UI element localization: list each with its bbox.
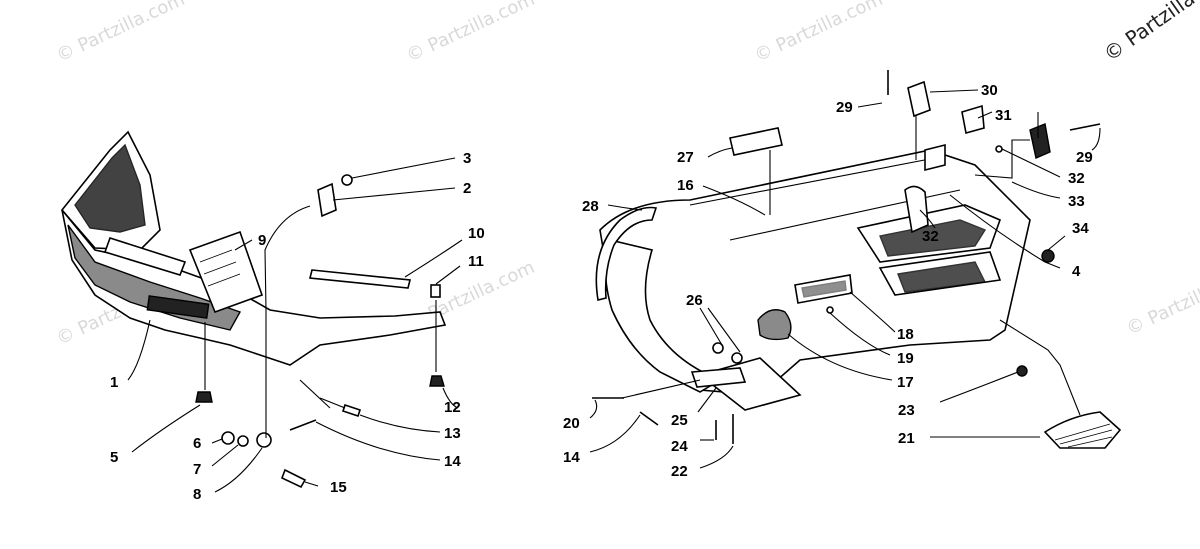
callout-30: 30 xyxy=(981,82,998,99)
callout-27: 27 xyxy=(677,149,694,166)
watermark: © Partzilla.com xyxy=(751,0,886,67)
callout-5: 5 xyxy=(110,449,118,466)
side-panel-assembly-illustration xyxy=(592,70,1122,449)
callout-1: 1 xyxy=(110,374,118,391)
right-leader-lines xyxy=(589,89,1101,469)
callout-32-center: 32 xyxy=(922,228,939,245)
callout-13: 13 xyxy=(444,425,461,442)
callout-34: 34 xyxy=(1072,220,1089,237)
callout-16: 16 xyxy=(677,177,694,194)
callout-25: 25 xyxy=(671,412,688,429)
callout-26: 26 xyxy=(686,292,703,309)
callout-33: 33 xyxy=(1068,193,1085,210)
callout-19: 19 xyxy=(897,350,914,367)
bumper-assembly-illustration xyxy=(60,130,447,489)
callout-14-right: 14 xyxy=(563,449,580,466)
watermark: © Partzilla.com xyxy=(403,0,538,67)
callout-2: 2 xyxy=(463,180,471,197)
callout-3: 3 xyxy=(463,150,471,167)
callout-6: 6 xyxy=(193,435,201,452)
callout-31: 31 xyxy=(995,107,1012,124)
watermark: © Partzilla.com xyxy=(1123,262,1200,340)
callout-14-left: 14 xyxy=(444,453,461,470)
callout-17: 17 xyxy=(897,374,914,391)
callout-29-left: 29 xyxy=(836,99,853,116)
copyright-text: © Partzilla xyxy=(1099,0,1199,66)
callout-22: 22 xyxy=(671,463,688,480)
callout-11: 11 xyxy=(468,253,484,270)
callout-28: 28 xyxy=(582,198,599,215)
left-leader-lines xyxy=(127,157,463,493)
callout-20: 20 xyxy=(563,415,580,432)
callout-15: 15 xyxy=(330,479,347,496)
callout-8: 8 xyxy=(193,486,201,503)
callout-9: 9 xyxy=(258,232,266,249)
callout-23: 23 xyxy=(898,402,915,419)
callout-21: 21 xyxy=(898,430,915,447)
callout-7: 7 xyxy=(193,461,201,478)
callout-24: 24 xyxy=(671,438,688,455)
callout-18: 18 xyxy=(897,326,914,343)
callout-10: 10 xyxy=(468,225,485,242)
watermark: © Partzilla.com xyxy=(53,0,188,67)
callout-29-right: 29 xyxy=(1076,149,1093,166)
callout-4: 4 xyxy=(1072,263,1081,280)
callout-12: 12 xyxy=(444,399,461,416)
callout-labels: 1 2 3 4 5 6 7 8 9 10 11 12 13 14 15 16 1… xyxy=(110,82,1093,503)
callout-32-right: 32 xyxy=(1068,170,1085,187)
